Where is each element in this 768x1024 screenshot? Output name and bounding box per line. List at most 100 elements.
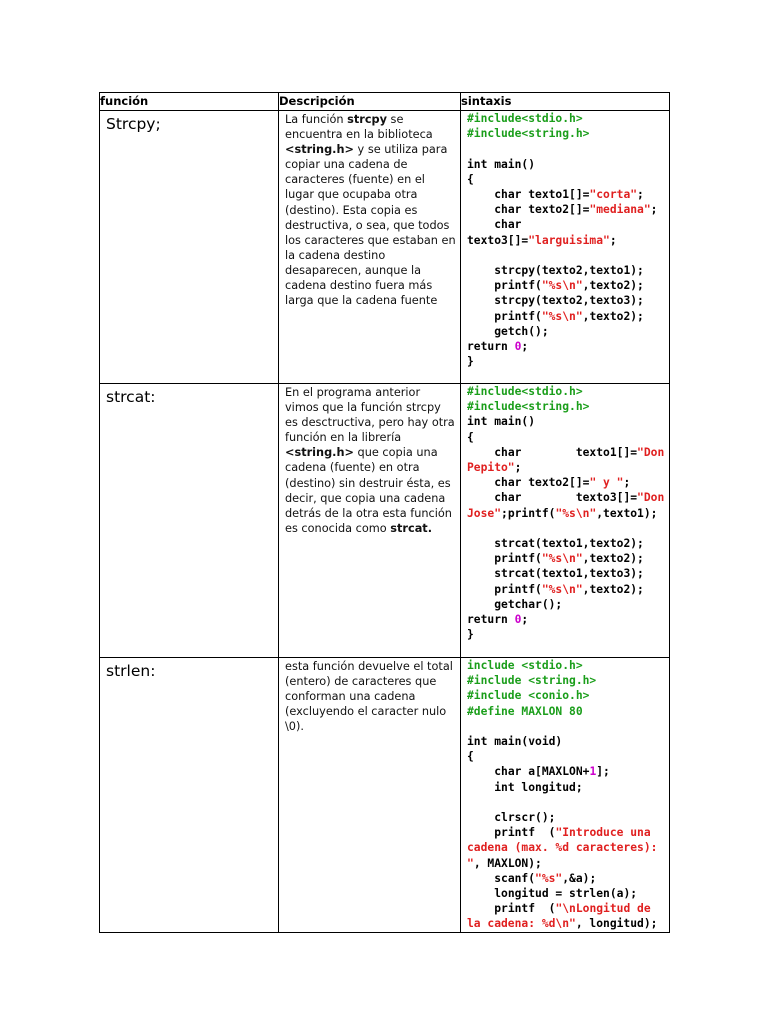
code-cell: include <stdio.h> #include <string.h>#inc… bbox=[460, 657, 670, 933]
desc-cell: En el programa anterior vimos que la fun… bbox=[278, 383, 461, 658]
table-row-strcat: strcat: En el programa anterior vimos qu… bbox=[99, 383, 670, 658]
code-line bbox=[467, 141, 665, 156]
code-token: #define MAXLON 80 bbox=[467, 704, 583, 718]
code-line: { bbox=[467, 430, 665, 445]
code-line: texto3[]="larguisima"; bbox=[467, 233, 665, 248]
code-token: int main(void) bbox=[467, 735, 563, 748]
code-cell: #include<stdio.h> #include<string.h>int m… bbox=[460, 383, 670, 658]
code-token: int main() bbox=[467, 157, 536, 171]
code-token: "mediana" bbox=[589, 203, 651, 217]
code-line: char bbox=[467, 217, 665, 232]
code-token: Pepito" bbox=[467, 461, 515, 475]
desc-text: y se utiliza para copiar una cadena de c… bbox=[285, 143, 456, 308]
code-token: , MAXLON); bbox=[473, 856, 542, 870]
code-token: ; bbox=[609, 233, 617, 247]
code-token: "%s\n" bbox=[541, 552, 583, 566]
code-token: , longitud); bbox=[575, 917, 658, 931]
table-row-strlen: strlen: esta función devuelve el total (… bbox=[99, 657, 670, 933]
desc-bold-text: <string.h> bbox=[285, 446, 354, 460]
code-token: char texto1[]= bbox=[467, 445, 638, 459]
code-token: int main() bbox=[467, 415, 536, 429]
code-line: getchar(); bbox=[467, 597, 665, 612]
code-token: } bbox=[467, 628, 474, 642]
code-token: 0 bbox=[514, 613, 522, 627]
code-line bbox=[467, 521, 665, 536]
code-token: strcat(texto1,texto2); bbox=[467, 537, 644, 551]
code-token: printf( bbox=[467, 552, 542, 566]
code-token: return bbox=[467, 613, 515, 627]
code-token: #include <string.h> bbox=[467, 674, 597, 688]
code-token: return bbox=[467, 340, 515, 354]
code-token: "%s\n" bbox=[541, 279, 583, 293]
code-strcpy: #include<stdio.h> #include<string.h> int m… bbox=[467, 111, 665, 369]
code-line: ", MAXLON); bbox=[467, 856, 665, 871]
code-line: #include <conio.h> bbox=[467, 688, 665, 703]
code-token: #include <conio.h> bbox=[467, 689, 590, 703]
code-token: printf( bbox=[467, 309, 542, 323]
table-header-row: función Descripción sintaxis bbox=[99, 92, 670, 111]
code-token: #include<string.h> bbox=[467, 400, 590, 414]
code-line: char texto2[]="mediana"; bbox=[467, 202, 665, 217]
code-line: { bbox=[467, 172, 665, 187]
code-token: "larguisima" bbox=[528, 233, 610, 247]
code-token: strcpy(texto2,texto1); bbox=[467, 264, 644, 277]
code-token: "corta" bbox=[589, 188, 638, 201]
code-token: clrscr(); bbox=[467, 811, 556, 824]
code-token: printf ( bbox=[467, 826, 556, 840]
code-line: Pepito"; bbox=[467, 460, 665, 475]
header-sintaxis: sintaxis bbox=[460, 92, 670, 111]
code-token: "Don bbox=[637, 491, 665, 505]
code-line: #include<string.h> bbox=[467, 126, 665, 141]
code-token: getchar(); bbox=[467, 597, 563, 611]
code-line: #include <string.h> bbox=[467, 673, 665, 688]
code-line: strcpy(texto2,texto1); bbox=[467, 263, 665, 278]
code-token: printf( bbox=[467, 279, 542, 293]
header-descripcion: Descripción bbox=[278, 92, 461, 111]
code-token: " bbox=[467, 856, 474, 870]
code-token: ,&a); bbox=[562, 871, 597, 885]
code-line: la cadena: %d\n", longitud); bbox=[467, 916, 665, 931]
code-token: strcat(texto1,texto3); bbox=[467, 567, 644, 581]
code-line: getch(); bbox=[467, 324, 665, 339]
desc-text: En el programa anterior vimos que la fun… bbox=[285, 386, 455, 445]
code-token: ;printf( bbox=[501, 506, 556, 520]
code-line: include <stdio.h> bbox=[467, 658, 665, 673]
code-token: strcpy(texto2,texto3); bbox=[467, 294, 644, 308]
code-token: include <stdio.h> bbox=[467, 659, 583, 672]
code-token: ; bbox=[521, 613, 529, 627]
code-line: printf("%s\n",texto2); bbox=[467, 551, 665, 566]
description-strcat: En el programa anterior vimos que la fun… bbox=[285, 385, 456, 536]
code-token: #include<string.h> bbox=[467, 127, 590, 141]
code-token: "Don bbox=[637, 445, 665, 459]
code-line: printf("%s\n",texto2); bbox=[467, 278, 665, 293]
code-token: #include<stdio.h> bbox=[467, 112, 583, 125]
desc-bold-text: strcpy bbox=[347, 113, 387, 126]
code-token: cadena (max. %d caracteres): bbox=[467, 841, 658, 855]
code-line: } bbox=[467, 627, 665, 642]
code-token: #include<stdio.h> bbox=[467, 385, 583, 398]
code-token: Jose" bbox=[467, 506, 502, 520]
header-funcion: función bbox=[99, 92, 279, 111]
code-line: Jose";printf("%s\n",texto1); bbox=[467, 506, 665, 521]
code-token: " y " bbox=[589, 476, 624, 490]
code-token: ,texto2); bbox=[582, 552, 644, 566]
code-token: ,texto2); bbox=[582, 279, 644, 293]
code-line: int longitud; bbox=[467, 780, 665, 795]
code-token: char a[MAXLON+ bbox=[467, 765, 590, 779]
code-token: 0 bbox=[514, 340, 522, 354]
code-cell: #include<stdio.h> #include<string.h> int m… bbox=[460, 110, 670, 384]
desc-cell: esta función devuelve el total (entero) … bbox=[278, 657, 461, 933]
code-token: "%s" bbox=[535, 871, 563, 885]
code-token: { bbox=[467, 750, 474, 764]
code-line: printf ("Introduce una bbox=[467, 825, 665, 840]
code-line: } bbox=[467, 354, 665, 369]
code-token: } bbox=[467, 355, 474, 369]
code-token: scanf( bbox=[467, 871, 536, 885]
code-line: #include<stdio.h> bbox=[467, 384, 665, 399]
desc-text: se encuentra en la biblioteca bbox=[285, 113, 433, 142]
code-line: longitud = strlen(a); bbox=[467, 886, 665, 901]
desc-bold-text: <string.h> bbox=[285, 143, 354, 157]
code-strlen: include <stdio.h> #include <string.h>#inc… bbox=[467, 658, 665, 932]
function-name-strcat: strcat: bbox=[106, 388, 156, 406]
code-line: printf ("\nLongitud de bbox=[467, 901, 665, 916]
